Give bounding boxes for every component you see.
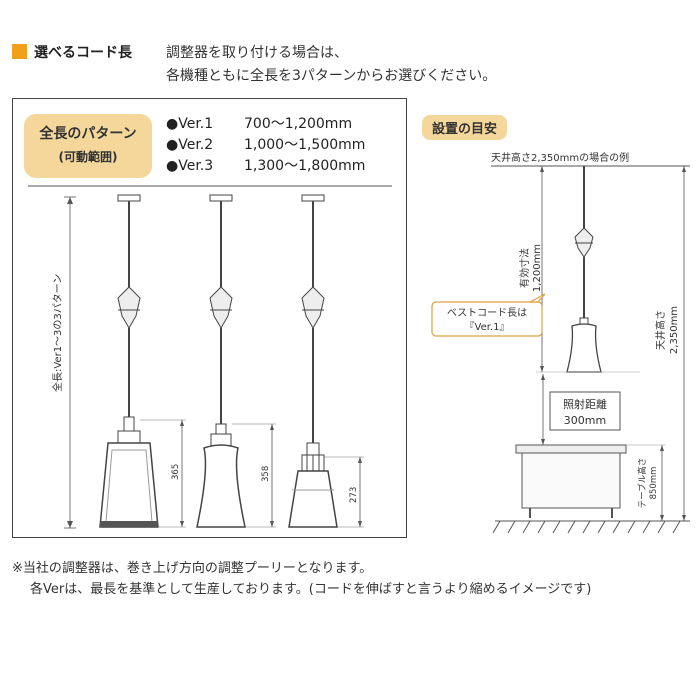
- version-row: ●Ver.1 700〜1,200mm: [166, 114, 365, 135]
- effective-dim-line2: 1,200mm: [532, 244, 543, 292]
- table: [515, 444, 627, 518]
- version-row: ●Ver.3 1,300〜1,800mm: [166, 156, 365, 177]
- dim-lamp1-value: 365: [171, 464, 181, 480]
- pattern-panel: [12, 98, 407, 538]
- installed-lamp: [566, 166, 602, 373]
- lamp-ver3: [288, 194, 338, 528]
- version-name: ●Ver.1: [166, 116, 214, 132]
- throw-distance-dimension: 照射距離 300mm: [541, 374, 621, 445]
- effective-dim-line1: 有効寸法: [518, 248, 531, 288]
- dim-lamp3-value: 273: [349, 487, 359, 503]
- best-cord-callout: ベストコード長は 『Ver.1』: [431, 293, 546, 337]
- table-height-line2: 850mm: [649, 467, 659, 500]
- best-cord-line2: 『Ver.1』: [465, 321, 510, 333]
- footnote-line1: ※当社の調整器は、巻き上げ方向の調整プーリーとなります。: [12, 561, 373, 576]
- version-name: ●Ver.3: [166, 158, 214, 174]
- table-height-dimension: テーブル高さ 850mm: [626, 444, 666, 521]
- best-cord-line1: ベストコード長は: [447, 307, 527, 319]
- table-height-line1: テーブル高さ: [637, 458, 648, 509]
- effective-dimension: 有効寸法 1,200mm: [518, 166, 544, 372]
- throw-line2: 300mm: [564, 414, 606, 427]
- dimension-lamp2: 358: [232, 423, 276, 528]
- dimension-lamp1: 365: [140, 419, 186, 528]
- total-length-dimension: 全長:Ver1〜3の3パターン: [51, 196, 76, 529]
- header-marker-square: [12, 44, 27, 59]
- dim-lamp2-value: 358: [261, 466, 271, 482]
- total-length-label: 全長:Ver1〜3の3パターン: [51, 274, 64, 392]
- dimension-lamp3: 273: [324, 456, 364, 528]
- pattern-box: 全長のパターン (可動範囲): [24, 114, 152, 178]
- installation-badge: 設置の目安: [422, 115, 508, 140]
- pattern-box-title: 全長のパターン: [39, 126, 137, 142]
- installation-example-caption: 天井高さ2,350mmの場合の例: [491, 151, 629, 164]
- version-range: 1,300〜1,800mm: [244, 158, 366, 174]
- ceiling-height-dimension: 天井高さ 2,350mm: [654, 166, 686, 521]
- floor: [492, 520, 690, 534]
- ceiling-height-line2: 2,350mm: [669, 306, 680, 354]
- version-range: 700〜1,200mm: [244, 116, 353, 132]
- ceiling-height-line1: 天井高さ: [654, 310, 667, 350]
- throw-line1: 照射距離: [563, 397, 607, 411]
- version-row: ●Ver.2 1,000〜1,500mm: [166, 135, 365, 156]
- header-desc-line2: 各機種ともに全長を3パターンからお選びください。: [166, 68, 497, 84]
- header-description: 調整器を取り付ける場合は、 各機種ともに全長を3パターンからお選びください。: [166, 42, 496, 88]
- lamp-ver2: [196, 194, 246, 528]
- pattern-box-subtitle: (可動範囲): [58, 150, 118, 164]
- version-list: ●Ver.1 700〜1,200mm ●Ver.2 1,000〜1,500mm ●V…: [166, 114, 365, 177]
- footnote-line2: 各Verは、最長を基準として生産しております。(コードを伸ばすと言うより縮めるイ…: [30, 582, 592, 597]
- version-range: 1,000〜1,500mm: [244, 137, 366, 153]
- lamp-ver1: [99, 194, 159, 528]
- header-desc-line1: 調整器を取り付ける場合は、: [166, 45, 348, 61]
- version-name: ●Ver.2: [166, 137, 214, 153]
- header-title: 選べるコード長: [34, 45, 132, 61]
